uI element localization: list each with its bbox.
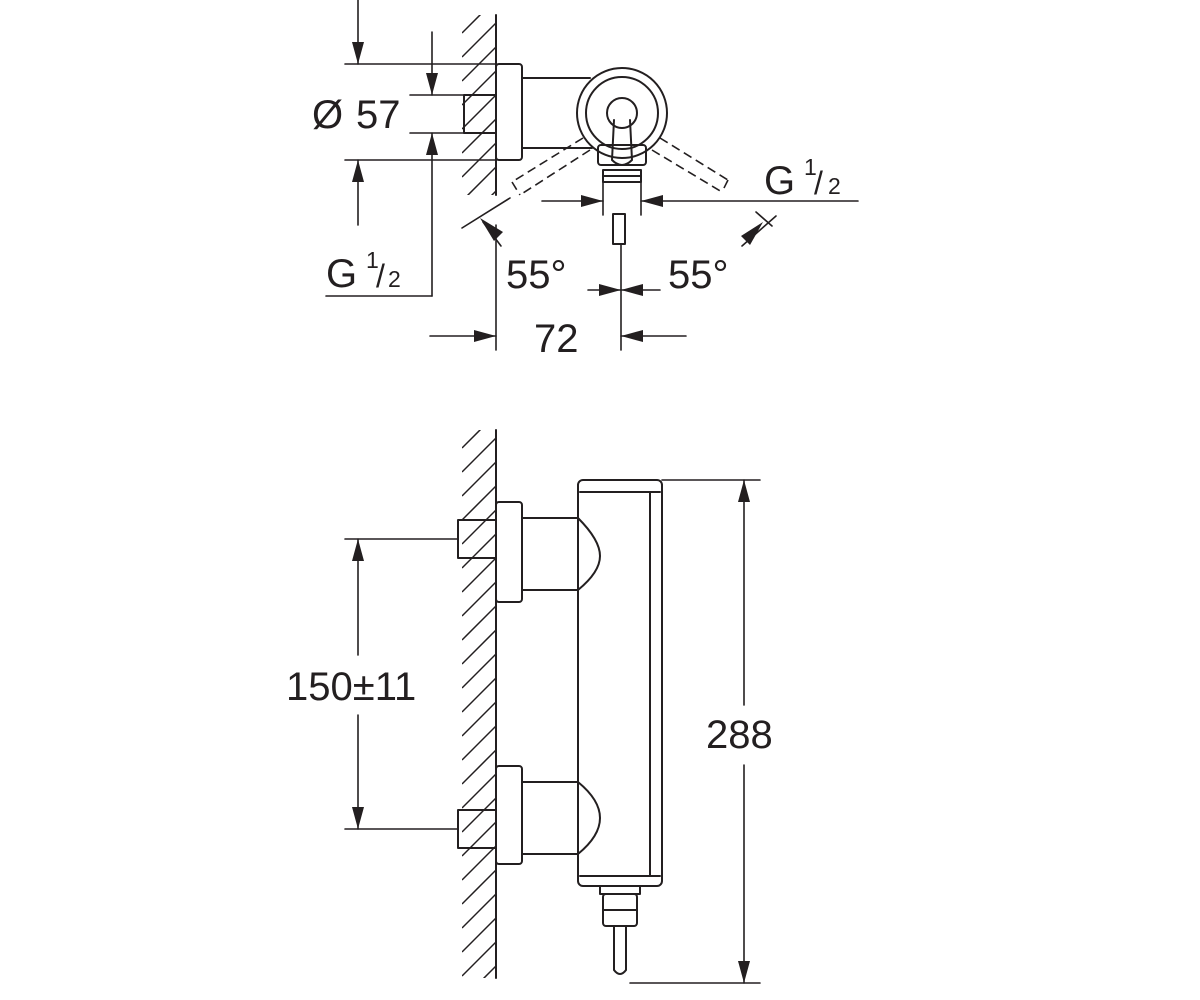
front-view: 150±11 288: [286, 390, 773, 1000]
diameter-dimension: Ø 57: [312, 0, 497, 297]
wall-hatch-line: [482, 965, 496, 978]
wall-hatch-line: [462, 0, 496, 9]
wall-hatch-line: [462, 437, 496, 473]
wall-hatch-line: [462, 869, 496, 905]
angle-right-label: 55°: [668, 253, 729, 297]
height-value: 288: [706, 713, 773, 757]
angle-left-label: 55°: [506, 253, 567, 297]
thread-right-slash: /: [814, 165, 823, 201]
wall-hatch-line: [462, 461, 496, 497]
thread-label-left: G 1 / 2: [326, 247, 401, 296]
lever-rotation-dashed: [511, 137, 729, 196]
thread-left-letter: G: [326, 252, 357, 296]
top-view: Ø 57 G 1 / 2 G 1 / 2: [312, 0, 859, 361]
wall-hatch-line: [462, 797, 496, 833]
thread-right-den: 2: [828, 173, 841, 199]
wall-hatch-line: [462, 581, 496, 617]
wall-hatch-line: [462, 653, 496, 689]
wall-hatch-line: [462, 390, 496, 424]
wall-hatch-line: [462, 893, 496, 929]
wall-hatch-line: [462, 118, 496, 154]
wall-hatch-line: [462, 917, 496, 953]
thread-left-num: 1: [366, 247, 379, 273]
diameter-symbol: Ø: [312, 93, 343, 137]
depth-value: 72: [534, 317, 579, 361]
wall-hatch-line: [462, 485, 496, 521]
wall-hatch-line: [462, 629, 496, 665]
wall-hatch-line: [462, 725, 496, 761]
thread-right-letter: G: [764, 159, 795, 203]
wall-hatch-line: [490, 190, 496, 195]
wall-hatch-line: [462, 605, 496, 641]
thread-label-right: G 1 / 2: [541, 154, 859, 216]
angle-dimensions: 55° 55°: [461, 197, 777, 297]
mixer-body-top: [576, 67, 668, 245]
wall-front: [462, 390, 497, 1000]
wall-hatch-line: [462, 557, 496, 593]
inlet-spacing-dimension: 150±11: [286, 538, 459, 830]
wall-hatch-line: [462, 821, 496, 857]
inlet-spacing-value: 150±11: [286, 665, 416, 709]
thread-left-den: 2: [388, 266, 401, 292]
wall-hatch-line: [462, 701, 496, 737]
thread-left-slash: /: [376, 258, 385, 294]
wall-hatch-line: [462, 15, 482, 34]
wall-hatch-line: [462, 845, 496, 881]
wall-hatch-line: [462, 990, 496, 1000]
wall-hatch-line: [462, 94, 496, 130]
wall-hatch-line: [462, 509, 496, 545]
diameter-value: 57: [356, 93, 401, 137]
wall-hatch-line: [462, 941, 496, 977]
wall-hatch-line: [466, 166, 496, 195]
depth-dimension: 72: [429, 224, 687, 361]
height-dimension: 288: [629, 479, 773, 984]
wall-top: [462, 0, 497, 196]
wall-hatch-line: [462, 430, 482, 449]
wall-hatch-line: [462, 22, 496, 58]
wall-hatch-line: [462, 70, 496, 106]
wall-hatch-line: [462, 677, 496, 713]
thermostat-body: [577, 479, 663, 887]
wall-hatch-line: [462, 773, 496, 809]
bottom-outlet: [599, 885, 641, 975]
wall-rosette-top: [463, 63, 523, 161]
thread-right-num: 1: [804, 154, 817, 180]
wall-hatch-line: [462, 749, 496, 785]
wall-hatch-line: [462, 533, 496, 569]
